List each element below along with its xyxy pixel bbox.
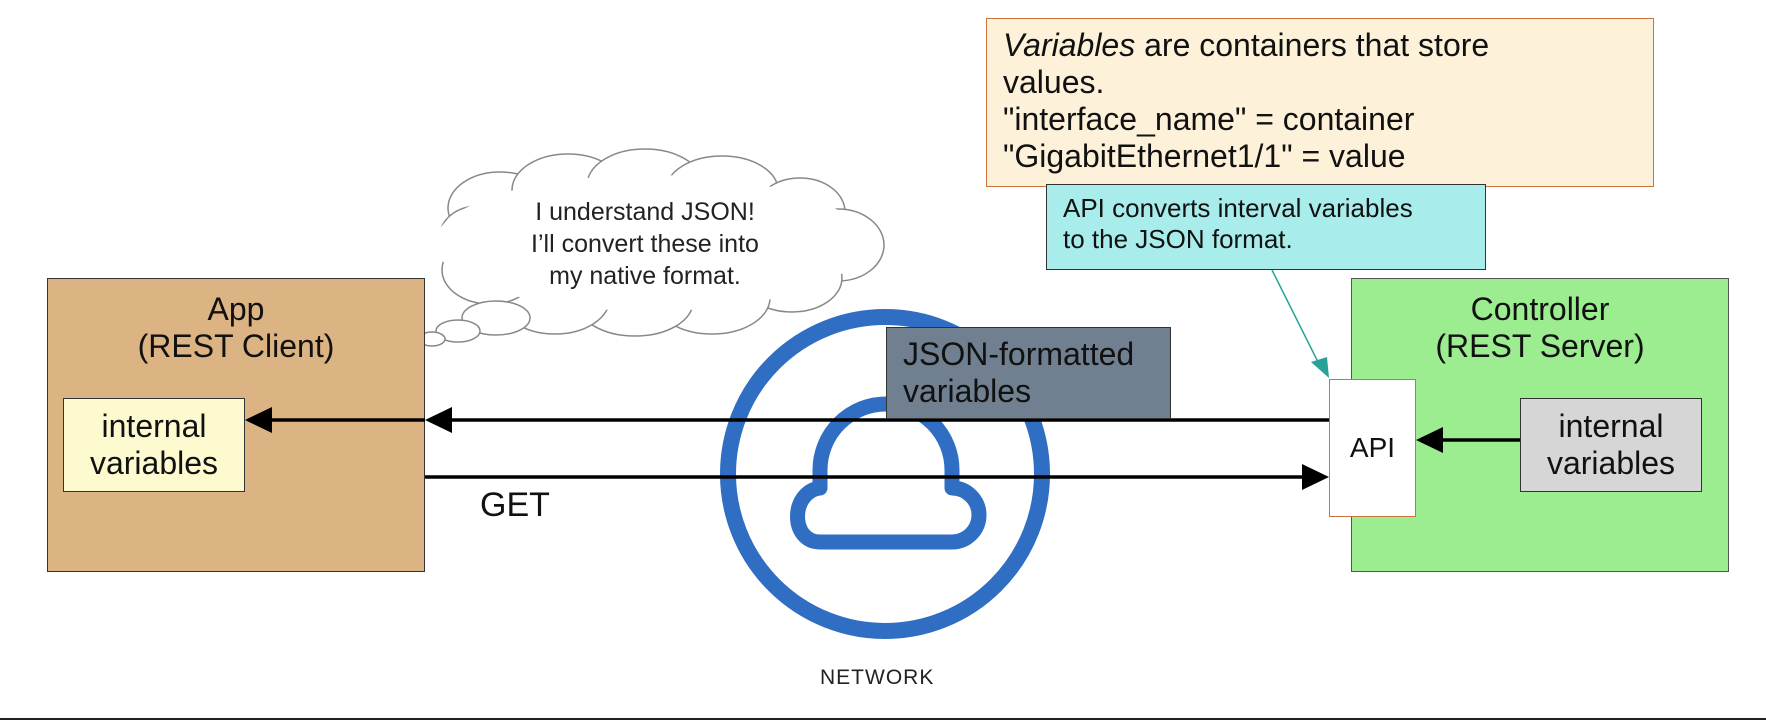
bottom-divider — [0, 718, 1766, 720]
definition-line2: values. — [1003, 64, 1105, 100]
thought-line1: I understand JSON! — [535, 198, 755, 226]
api-note-line1: API converts interval variables — [1063, 193, 1413, 223]
get-request-arrowhead — [1302, 464, 1329, 490]
json-formatted-variables-box: JSON-formatted variables — [886, 327, 1171, 419]
controller-internal-variables-box: internal variables — [1520, 398, 1702, 492]
api-box: API — [1329, 379, 1416, 517]
thought-line3: my native format. — [549, 262, 741, 290]
network-label: NETWORK — [820, 666, 935, 689]
controller-title-line2: (REST Server) — [1435, 328, 1645, 364]
thought-line2: I’ll convert these into — [531, 230, 759, 258]
api-conversion-note: API converts interval variables to the J… — [1046, 184, 1486, 270]
api-note-pointer-line — [1271, 269, 1319, 363]
definition-line3: "interface_name" = container — [1003, 101, 1415, 137]
controller-variables-line1: internal — [1558, 408, 1664, 444]
controller-internal-arrowhead — [1416, 427, 1443, 453]
app-variables-line1: internal — [101, 408, 207, 444]
json-response-arrowhead-client — [425, 407, 452, 433]
controller-variables-line2: variables — [1546, 445, 1676, 481]
variables-definition-box: Variables are containers that store valu… — [986, 18, 1654, 187]
json-box-line2: variables — [903, 373, 1032, 409]
api-note-pointer-head — [1311, 357, 1329, 378]
app-title: App (REST Client) — [48, 291, 424, 365]
thought-bubble-text: I understand JSON! I’ll convert these in… — [455, 196, 835, 292]
api-note-line2: to the JSON format. — [1063, 224, 1293, 254]
controller-title: Controller (REST Server) — [1352, 291, 1728, 365]
definition-line4: "GigabitEthernet1/1" = value — [1003, 138, 1406, 174]
app-internal-variables-box: internal variables — [63, 398, 245, 492]
variables-term: Variables — [1003, 27, 1136, 63]
client-internal-arrowhead — [245, 407, 272, 433]
controller-title-line1: Controller — [1470, 291, 1610, 327]
json-box-line1: JSON-formatted — [903, 336, 1135, 372]
app-variables-line2: variables — [89, 445, 219, 481]
definition-line1-rest: are containers that store — [1135, 27, 1490, 63]
app-title-line2: (REST Client) — [137, 328, 335, 364]
get-label: GET — [480, 486, 550, 524]
api-label: API — [1349, 432, 1396, 463]
app-title-line1: App — [207, 291, 265, 327]
